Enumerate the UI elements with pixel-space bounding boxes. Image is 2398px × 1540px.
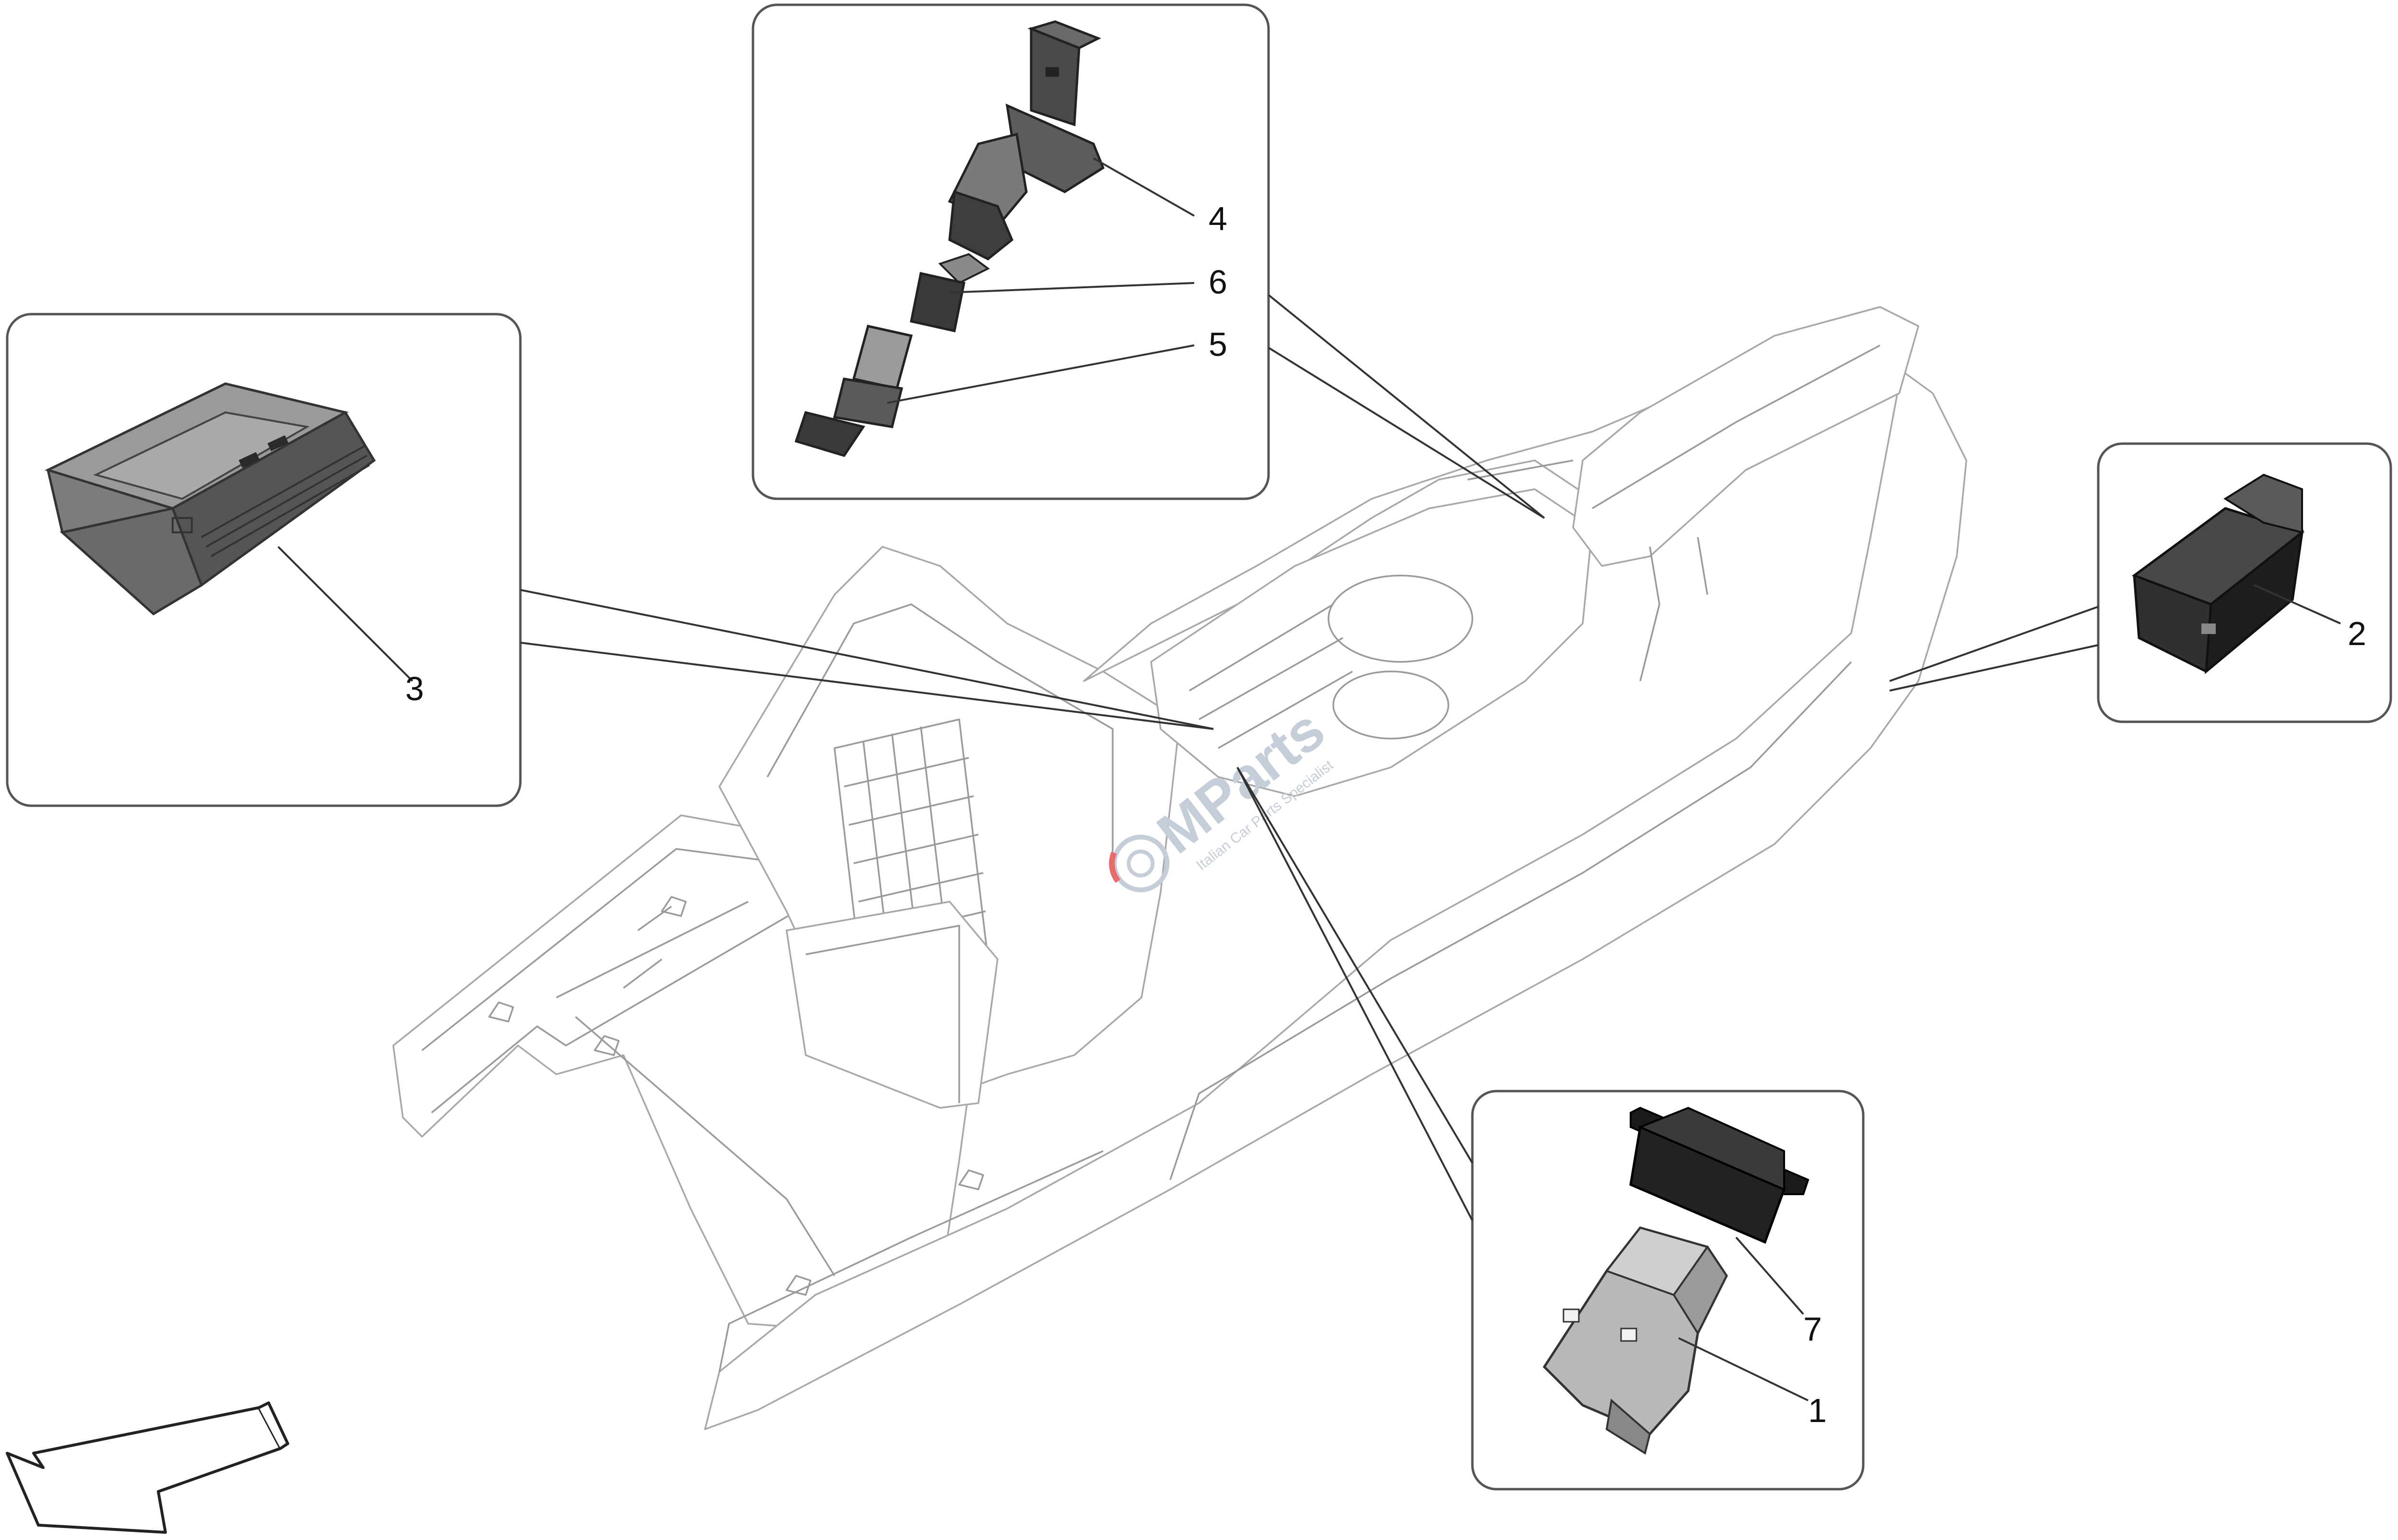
floor-rib-3	[623, 905, 672, 989]
leader-7	[1735, 1236, 1804, 1315]
callout-label-3: 3	[405, 670, 424, 707]
callout-label-6: 6	[1209, 263, 1227, 301]
leader-4	[1093, 157, 1195, 217]
callout-frame-3: 3	[6, 313, 1214, 807]
storage-box	[786, 901, 999, 1109]
leader-6	[949, 282, 1195, 294]
floor-rib-2	[556, 901, 749, 999]
watermark-logo-icon	[1109, 835, 1170, 893]
armrest-hinge	[1639, 537, 1708, 682]
usb-bracket-part	[1542, 1226, 1728, 1455]
leader-5	[887, 344, 1195, 404]
leader-2	[2254, 584, 2341, 624]
usb-bezel-part	[1629, 1106, 1810, 1244]
usb-holder-part	[948, 20, 1105, 260]
direction-arrow-icon	[6, 1401, 289, 1534]
callout-frame-2: 2	[1889, 442, 2392, 723]
callout-label-4: 4	[1209, 200, 1227, 237]
console-side-line	[1169, 661, 1852, 1180]
cupholder-tray	[1150, 488, 1593, 797]
usb-socket-part	[794, 325, 913, 457]
switch-part	[2131, 473, 2305, 674]
armrest	[1572, 306, 1919, 567]
callout-frame-17: 7 1	[1236, 766, 1865, 1491]
center-console-illustration	[392, 306, 1967, 1430]
leader-3	[277, 546, 413, 682]
callout-label-1: 1	[1808, 1392, 1827, 1429]
cupholder-1	[1328, 575, 1473, 663]
leader-1	[1678, 1337, 1809, 1401]
rear-frame-inner	[766, 603, 1114, 854]
storage-box-edge	[805, 925, 960, 1103]
floor-rib-1	[575, 1016, 835, 1276]
callout-label-5: 5	[1209, 326, 1227, 363]
control-module-part	[45, 382, 376, 616]
callout-label-7: 7	[1803, 1310, 1822, 1348]
console-lower-edge	[718, 1150, 1104, 1372]
floor-clips	[488, 896, 984, 1296]
usb-connector-part	[910, 253, 990, 332]
cupholder-2	[1332, 670, 1449, 740]
callout-frame-456: 4 6 5	[752, 3, 1545, 519]
armrest-edge	[1467, 344, 1881, 509]
tray-ribs	[1189, 603, 1353, 749]
callout-label-2: 2	[2348, 615, 2366, 652]
